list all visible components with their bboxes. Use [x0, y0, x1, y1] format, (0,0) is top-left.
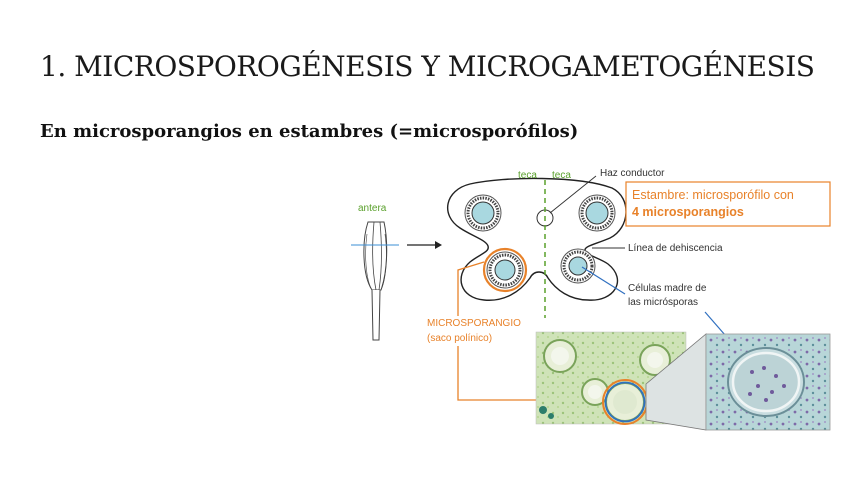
celulas-madre-line1: Células madre de	[628, 283, 707, 294]
anther-sketch	[351, 221, 399, 341]
estambre-box	[625, 181, 831, 227]
microsporangium-upper-right	[578, 194, 616, 232]
teca-left-label: teca	[518, 170, 537, 181]
microsporangium-upper-left	[464, 194, 502, 232]
arrow-right-icon	[407, 241, 442, 249]
microsporangium-lower-right	[560, 248, 596, 284]
microsporangium-lower-left	[482, 247, 528, 293]
celulas-madre-line2: las micrósporas	[628, 297, 698, 308]
teca-right-label: teca	[552, 170, 571, 181]
haz-conductor-label: Haz conductor	[600, 168, 665, 179]
estambre-line1: Estambre: microsporófilo con	[632, 188, 794, 202]
microsporangio-line2: (saco polínico)	[427, 333, 492, 344]
microsporangio-line1: MICROSPORANGIO	[427, 318, 521, 329]
micrograph-zoom	[705, 333, 831, 431]
linea-dehiscencia-label: Línea de dehiscencia	[628, 243, 723, 254]
estambre-line2: 4 microsporangios	[632, 205, 744, 219]
slide-title: 1. MICROSPOROGÉNESIS Y MICROGAMETOGÉNESI…	[40, 50, 815, 83]
antera-label: antera	[358, 203, 387, 214]
slide-subtitle: En microsporangios en estambres (=micros…	[40, 121, 579, 142]
